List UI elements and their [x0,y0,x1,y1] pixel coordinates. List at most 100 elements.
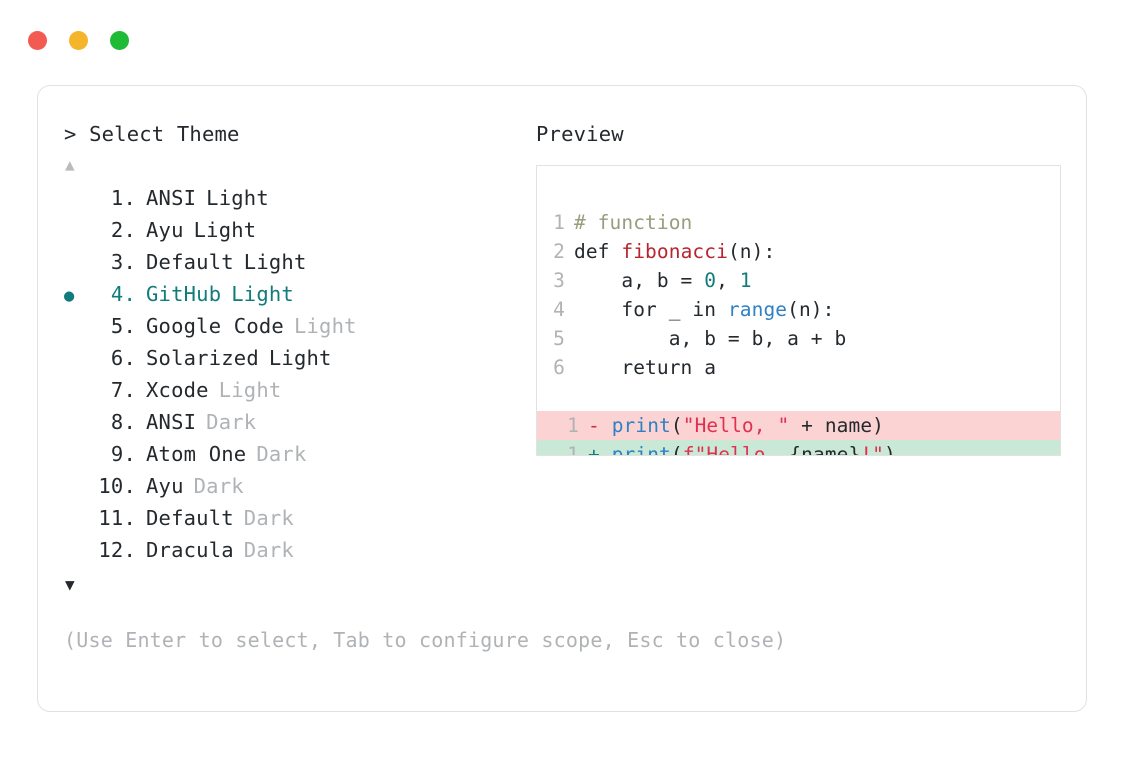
diff-token: ( [670,414,683,437]
code-line: 6 return a [537,353,1060,382]
theme-item-variant: Light [268,346,332,370]
code-token: range [727,298,788,321]
code-line: 3 a, b = 0, 1 [537,266,1060,295]
code-token: 0 [704,269,717,292]
code-line-text: a, b = b, a + b [565,324,847,353]
theme-item-number: 6. [110,346,136,370]
code-line-number: 6 [553,356,565,379]
preview-title: Preview [536,122,624,146]
theme-item-name: ANSI [146,410,197,434]
code-token: , [716,269,740,292]
diff-line-add: 1+ print(f"Hello, {name}!") [537,440,1060,456]
theme-item-variant: Light [218,378,282,402]
theme-list-item[interactable]: 8. ANSI Dark [64,406,534,438]
theme-item-variant: Light [293,314,357,338]
code-token: def [574,240,622,263]
theme-list-item[interactable]: 3. Default Light [64,246,534,278]
keyboard-hint: (Use Enter to select, Tab to configure s… [64,628,787,652]
theme-item-variant: Dark [193,474,244,498]
theme-item-number: 4. [110,282,136,306]
diff-line-number: 1 [567,443,579,456]
theme-item-number: 2. [110,218,136,242]
theme-item-number: 11. [98,506,136,530]
theme-item-name: ANSI [146,186,197,210]
code-token: (n): [727,240,776,263]
diff-token: "Hello, " [682,414,790,437]
theme-item-variant: Light [193,218,257,242]
theme-item-name: Atom One [146,442,247,466]
code-line-text: return a [565,353,716,382]
code-line-number: 1 [553,211,565,234]
theme-list-item[interactable]: 11. Default Dark [64,502,534,534]
theme-item-variant: Light [243,250,307,274]
code-line-text: def fibonacci(n): [565,237,775,266]
theme-item-number: 12. [98,538,136,562]
theme-item-name: GitHub [146,282,222,306]
code-line-text: for _ in range(n): [565,295,835,324]
theme-list-item[interactable]: 6. Solarized Light [64,342,534,374]
theme-item-name: Default [146,506,234,530]
window-close-dot[interactable] [28,31,47,50]
diff-token: print [611,414,671,437]
diff-token: ) [884,443,896,456]
theme-list-item[interactable]: 10. Ayu Dark [64,470,534,502]
window-titlebar [28,31,129,50]
theme-item-name: Solarized [146,346,259,370]
theme-item-number: 10. [98,474,136,498]
diff-marker-icon: + [588,443,612,456]
theme-item-variant: Light [231,282,294,306]
code-token: fibonacci [621,240,728,263]
theme-item-number: 1. [110,186,136,210]
theme-item-variant: Dark [206,410,257,434]
code-line: 4 for _ in range(n): [537,295,1060,324]
theme-item-name: Ayu [146,474,184,498]
theme-item-number: 5. [110,314,136,338]
code-line-number: 3 [553,269,565,292]
theme-list-item[interactable]: 9. Atom One Dark [64,438,534,470]
code-line: 1 # function [537,208,1060,237]
code-token: return a [574,356,717,379]
theme-item-number: 9. [110,442,136,466]
theme-list-item[interactable]: 5. Google Code Light [64,310,534,342]
code-token: # function [574,211,693,234]
theme-item-number: 3. [110,250,136,274]
diff-token: f"Hello, [682,443,790,456]
diff-token: print [611,443,671,456]
theme-item-name: Google Code [146,314,284,338]
code-token: for _ in [574,298,728,321]
diff-token: + name) [789,414,885,437]
diff-token: ( [670,443,683,456]
theme-item-variant: Dark [243,538,294,562]
code-token: (n): [787,298,835,321]
theme-list-item[interactable]: ● 4. GitHub Light [64,278,534,310]
diff-line-del: 1- print("Hello, " + name) [537,411,1060,440]
selected-bullet-icon: ● [64,286,75,306]
theme-item-name: Default [146,250,234,274]
select-theme-prompt: > Select Theme [64,122,240,146]
window-maximize-dot[interactable] [110,31,129,50]
window-minimize-dot[interactable] [69,31,88,50]
code-gap [537,382,1060,411]
scroll-up-icon[interactable]: ▲ [65,155,75,174]
diff-sample: 1- print("Hello, " + name)1+ print(f"Hel… [537,411,1060,456]
theme-item-number: 8. [110,410,136,434]
code-line-text: # function [565,208,692,237]
diff-line-number: 1 [567,414,579,437]
theme-item-variant: Dark [243,506,294,530]
code-line-text: a, b = 0, 1 [565,266,752,295]
code-line: 5 a, b = b, a + b [537,324,1060,353]
code-line-number: 2 [553,240,565,263]
scroll-down-icon[interactable]: ▼ [65,575,75,594]
diff-token: {name} [789,443,861,456]
theme-item-variant: Dark [256,442,307,466]
